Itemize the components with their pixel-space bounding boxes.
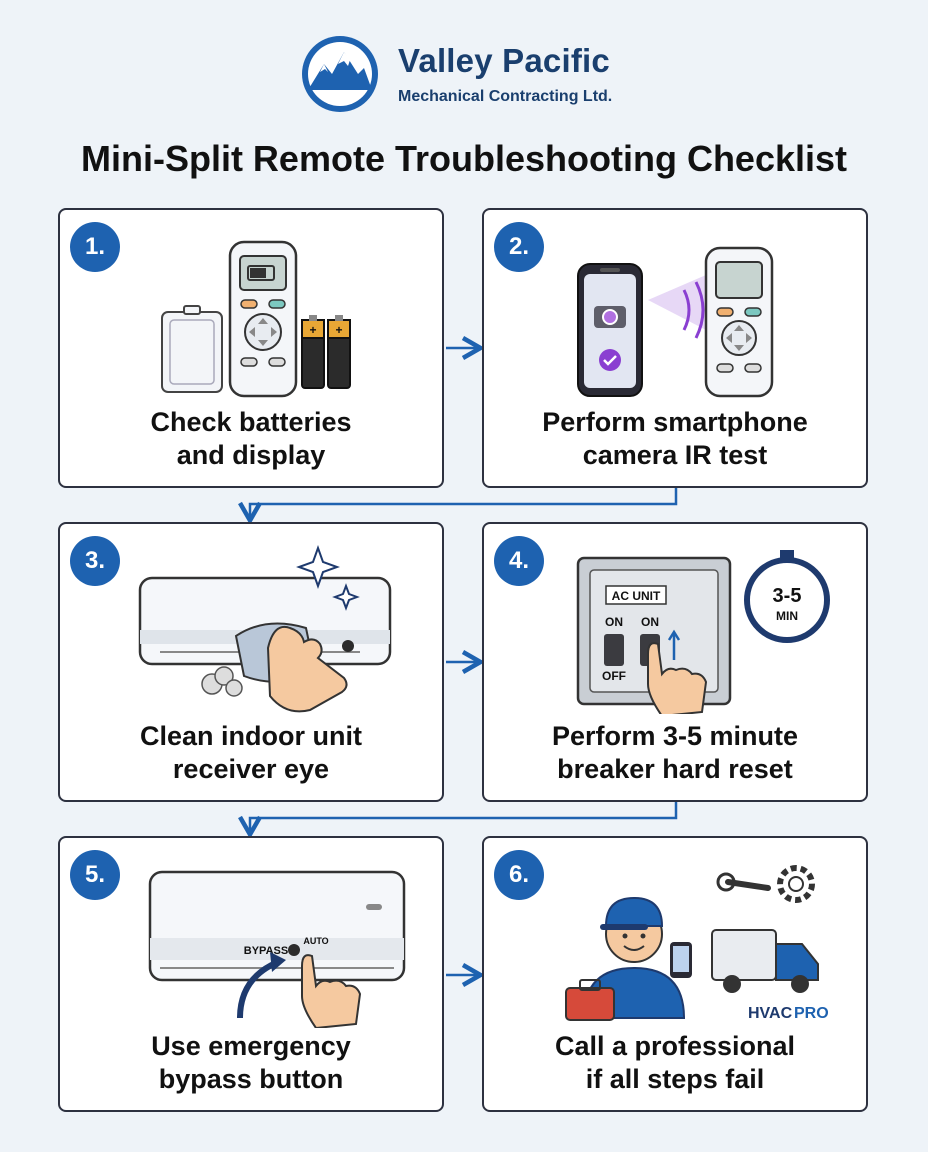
svg-text:3-5: 3-5 bbox=[773, 585, 802, 607]
svg-text:MIN: MIN bbox=[776, 609, 798, 623]
arrow-4-to-5 bbox=[238, 802, 678, 840]
truck-icon bbox=[711, 929, 819, 993]
hvac-pro-label-b: PRO bbox=[794, 1005, 829, 1022]
battery-cover-icon bbox=[161, 305, 223, 393]
mountain-logo-icon bbox=[302, 36, 378, 112]
step-label: Perform 3-5 minute breaker hard reset bbox=[551, 721, 799, 784]
battery-icon: + + bbox=[301, 315, 351, 389]
arrow-2-to-3 bbox=[238, 488, 678, 526]
step-number-badge: 4. bbox=[494, 536, 544, 586]
sparkle-icon bbox=[296, 545, 360, 611]
step-card-6: 6. HVAC bbox=[482, 836, 868, 1112]
remote-icon bbox=[228, 240, 298, 398]
bypass-button-illustration: BYPASS AUTO bbox=[148, 870, 406, 1028]
battery-check-illustration: + + bbox=[161, 240, 351, 398]
brand-name: Valley Pacific bbox=[398, 42, 610, 79]
step-number-badge: 5. bbox=[70, 850, 120, 900]
hand-icon bbox=[266, 626, 348, 713]
svg-text:AUTO: AUTO bbox=[303, 936, 328, 946]
hvac-pro-label-a: HVAC bbox=[748, 1005, 793, 1022]
step-number-badge: 1. bbox=[70, 222, 120, 272]
svg-text:ON: ON bbox=[605, 615, 623, 629]
svg-text:+: + bbox=[335, 323, 342, 337]
remote-icon bbox=[704, 246, 774, 398]
breaker-reset-illustration: AC UNIT ON ON OFF 3-5 MIN bbox=[576, 550, 830, 714]
svg-text:OFF: OFF bbox=[602, 669, 626, 683]
step-label: Perform smartphone camera IR test bbox=[542, 407, 808, 470]
stopwatch-icon: 3-5 MIN bbox=[744, 550, 830, 643]
curved-arrow-icon bbox=[237, 952, 286, 1019]
technician-icon bbox=[582, 896, 692, 1019]
step-label: Call a professional if all steps fail bbox=[554, 1031, 796, 1094]
svg-text:+: + bbox=[309, 323, 316, 337]
smartphone-icon bbox=[577, 263, 643, 397]
hand-icon bbox=[647, 642, 708, 714]
svg-text:AC UNIT: AC UNIT bbox=[612, 589, 661, 603]
step-card-1: 1. + + Check bbox=[58, 208, 444, 488]
breaker-panel-icon: AC UNIT ON ON OFF bbox=[576, 556, 732, 706]
step-number-badge: 3. bbox=[70, 536, 120, 586]
step-label: Clean indoor unit receiver eye bbox=[140, 721, 362, 784]
step-number-badge: 2. bbox=[494, 222, 544, 272]
clean-receiver-illustration bbox=[138, 545, 392, 713]
svg-text:BYPASS: BYPASS bbox=[244, 945, 288, 957]
gear-icon bbox=[777, 865, 815, 903]
step-label: Check batteries and display bbox=[150, 407, 352, 470]
checkmark-icon bbox=[599, 349, 621, 371]
brand-subtitle: Mechanical Contracting Ltd. bbox=[398, 88, 613, 105]
ac-unit-icon bbox=[138, 576, 392, 666]
svg-text:ON: ON bbox=[641, 615, 659, 629]
hand-icon bbox=[301, 954, 362, 1028]
wrench-icon bbox=[716, 872, 771, 892]
call-professional-illustration: HVAC PRO bbox=[565, 865, 829, 1022]
camera-icon bbox=[594, 306, 626, 328]
step-card-5: 5. BYPASS AUTO Use emergency bypass butt… bbox=[58, 836, 444, 1112]
step-label: Use emergency bypass button bbox=[151, 1031, 351, 1094]
ir-test-illustration bbox=[577, 246, 774, 398]
ac-unit-icon: BYPASS AUTO bbox=[148, 870, 406, 982]
page-title: Mini-Split Remote Troubleshooting Checkl… bbox=[80, 138, 848, 179]
dust-icon bbox=[201, 666, 243, 697]
step-card-4: 4. AC UNIT ON ON OFF 3-5 MIN Perform 3-5… bbox=[482, 522, 868, 802]
step-number-badge: 6. bbox=[494, 850, 544, 900]
toolbox-icon bbox=[565, 979, 615, 1021]
header: Valley Pacific Mechanical Contracting Lt… bbox=[0, 26, 928, 116]
step-card-3: 3. Clean indoor unit receiver eye bbox=[58, 522, 444, 802]
step-card-2: 2. bbox=[482, 208, 868, 488]
